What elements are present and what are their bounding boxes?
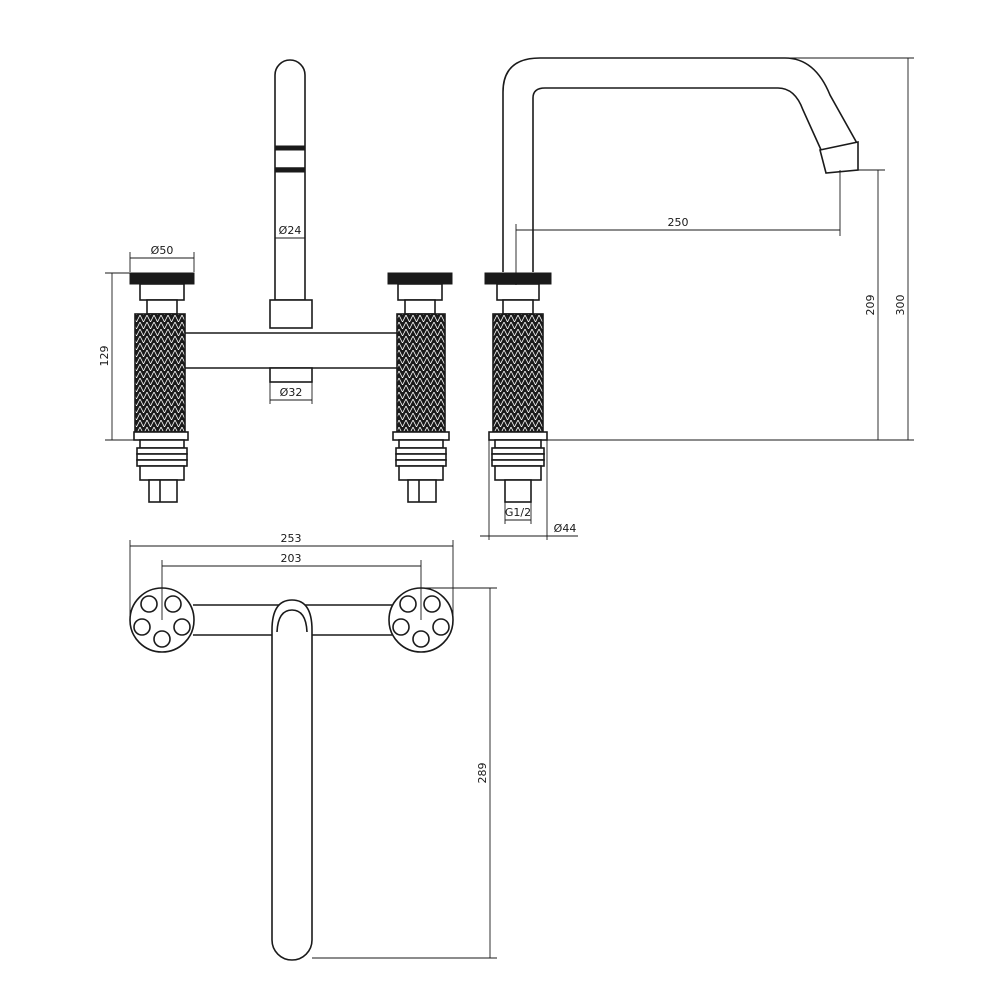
label-spout-diameter: Ø24 [279,224,302,237]
label-spout-reach-side: 250 [668,216,689,229]
dim-bridge-diameter: Ø32 [269,382,313,404]
left-valve-assembly [129,272,195,503]
label-base-height: 129 [98,346,111,367]
dim-overall-height: 300 [547,57,914,441]
middle-valve-assembly [387,272,453,503]
label-handle-diameter: Ø50 [151,244,174,257]
label-thread-size: G1/2 [505,506,531,519]
label-overall-height: 300 [894,295,907,316]
dim-base-height: 129 [98,272,134,441]
dim-centres: 203 [161,552,422,620]
label-centres: 203 [281,552,302,565]
label-bridge-diameter: Ø32 [280,386,303,399]
front-view: Ø50 Ø24 Ø32 129 [98,59,453,503]
spout-riser [269,59,313,329]
dim-spout-outlet-height: 209 [858,169,885,440]
dim-spout-reach-top: 289 [312,587,497,959]
side-view: 250 209 300 G1/2 Ø44 [480,57,914,540]
side-spout [502,57,859,272]
dim-overall-width: 253 [129,532,454,618]
dim-base-diameter: Ø44 [480,440,578,540]
label-spout-outlet-height: 209 [864,295,877,316]
side-valve-assembly [484,272,552,503]
dim-spout-reach-side: 250 [515,170,841,285]
dim-handle-diameter: Ø50 [129,244,195,272]
top-view: 253 203 289 [129,532,497,961]
bridge-body [180,332,405,383]
dim-spout-diameter: Ø24 [275,224,305,239]
label-spout-reach-top: 289 [476,763,489,784]
top-spout [271,599,313,961]
label-overall-width: 253 [281,532,302,545]
label-base-diameter: Ø44 [554,522,577,535]
dim-thread-size: G1/2 [504,502,532,524]
